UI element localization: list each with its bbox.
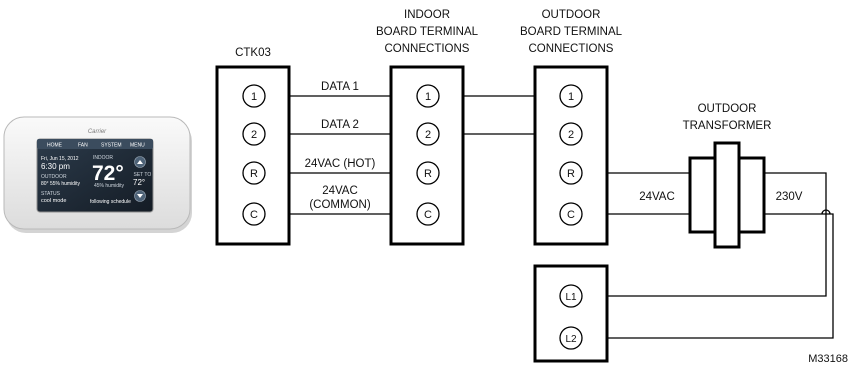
thermostat-status-label: STATUS xyxy=(41,191,61,197)
indoor-terminal-1 xyxy=(416,84,440,108)
thermostat-illustration: Carrier HOME FAN SYSTEM MENU Fri, Jun 15… xyxy=(3,116,192,233)
thermostat-tab-menu[interactable]: MENU xyxy=(130,143,145,149)
wire-data2-label: DATA 2 xyxy=(321,119,359,131)
indoor-terminal-r-label: R xyxy=(424,168,432,180)
outdoor-terminal-r-label: R xyxy=(567,168,575,180)
wire-l1-primary xyxy=(582,172,827,297)
chevron-up-icon xyxy=(137,160,143,164)
outdoor-terminal-1 xyxy=(559,84,583,108)
indoor-label-line2: BOARD TERMINAL xyxy=(376,26,479,38)
thermostat-date: Fri, Jun 15, 2012 xyxy=(41,156,79,162)
outdoor-terminal-c-label: C xyxy=(567,209,575,221)
indoor-terminal-c xyxy=(416,202,440,226)
transformer-label-line1: OUTDOOR xyxy=(698,103,757,115)
indoor-terminal-2-label: 2 xyxy=(425,129,431,141)
ctk03-label: CTK03 xyxy=(235,47,271,59)
ctk03-terminal-r xyxy=(242,161,266,185)
chevron-down-icon xyxy=(137,194,143,198)
thermostat-status-value: cool mode xyxy=(41,198,66,204)
indoor-terminal-r xyxy=(416,161,440,185)
indoor-label-line1: INDOOR xyxy=(404,9,450,21)
thermostat-logo: Carrier xyxy=(88,129,107,135)
outdoor-terminal-1-label: 1 xyxy=(568,91,574,103)
ctk03-terminal-2-label: 2 xyxy=(251,129,257,141)
thermostat-tab-fan[interactable]: FAN xyxy=(78,143,88,149)
thermostat-tab-system[interactable]: SYSTEM xyxy=(101,143,122,149)
thermostat-humidity: 45% humidity xyxy=(94,183,125,189)
wire-data1-label: DATA 1 xyxy=(321,81,359,93)
thermostat-outdoor-value: 80° 55% humidity xyxy=(41,181,80,187)
outdoor-terminal-2-label: 2 xyxy=(568,129,574,141)
wire-crossover xyxy=(821,209,831,215)
outdoor-terminal-r xyxy=(559,161,583,185)
line-terminal-l2 xyxy=(559,326,583,350)
thermostat-outdoor-label: OUTDOOR xyxy=(41,174,67,180)
transformer-center-plate xyxy=(713,141,741,249)
wire-common-label-line1: 24VAC xyxy=(322,185,358,197)
ctk03-terminal-c xyxy=(242,202,266,226)
thermostat-schedule: following schedule xyxy=(90,199,131,205)
line-terminal-l1 xyxy=(559,284,583,308)
outdoor-transformer xyxy=(688,141,766,249)
thermostat-set-to-value: 72° xyxy=(133,178,145,187)
ctk03-terminal-2 xyxy=(242,122,266,146)
outdoor-terminal-c xyxy=(559,202,583,226)
transformer-label-line2: TRANSFORMER xyxy=(683,120,772,132)
line-terminal-l1-label: L1 xyxy=(565,292,577,303)
thermostat-tab-home[interactable]: HOME xyxy=(47,143,63,149)
outdoor-label-line3: CONNECTIONS xyxy=(529,43,614,55)
indoor-terminal-c-label: C xyxy=(424,209,432,221)
thermostat-temperature: 72° xyxy=(92,162,124,185)
transformer-primary-label: 230V xyxy=(776,191,803,203)
outdoor-label-line1: OUTDOOR xyxy=(542,9,601,21)
thermostat-tab-bar xyxy=(37,139,153,149)
wire-hot-label: 24VAC (HOT) xyxy=(305,158,376,170)
thermostat-set-to-label: SET TO xyxy=(134,172,152,178)
transformer-secondary-label: 24VAC xyxy=(639,191,675,203)
indoor-label-line3: CONNECTIONS xyxy=(385,43,470,55)
wire-common-label-line2: (COMMON) xyxy=(309,199,370,211)
indoor-terminal-2 xyxy=(416,122,440,146)
indoor-terminal-1-label: 1 xyxy=(425,91,431,103)
figure-id: M33168 xyxy=(808,353,848,365)
outdoor-terminal-2 xyxy=(559,122,583,146)
outdoor-label-line2: BOARD TERMINAL xyxy=(520,26,623,38)
ctk03-terminal-r-label: R xyxy=(250,168,258,180)
ctk03-terminal-1-label: 1 xyxy=(251,91,257,103)
thermostat-time: 6:30 pm xyxy=(41,162,70,171)
line-terminal-l2-label: L2 xyxy=(565,334,577,345)
wire-l2-primary xyxy=(582,213,834,339)
thermostat-indoor-label: INDOOR xyxy=(93,155,113,161)
ctk03-terminal-1 xyxy=(242,84,266,108)
ctk03-terminal-c-label: C xyxy=(250,209,258,221)
